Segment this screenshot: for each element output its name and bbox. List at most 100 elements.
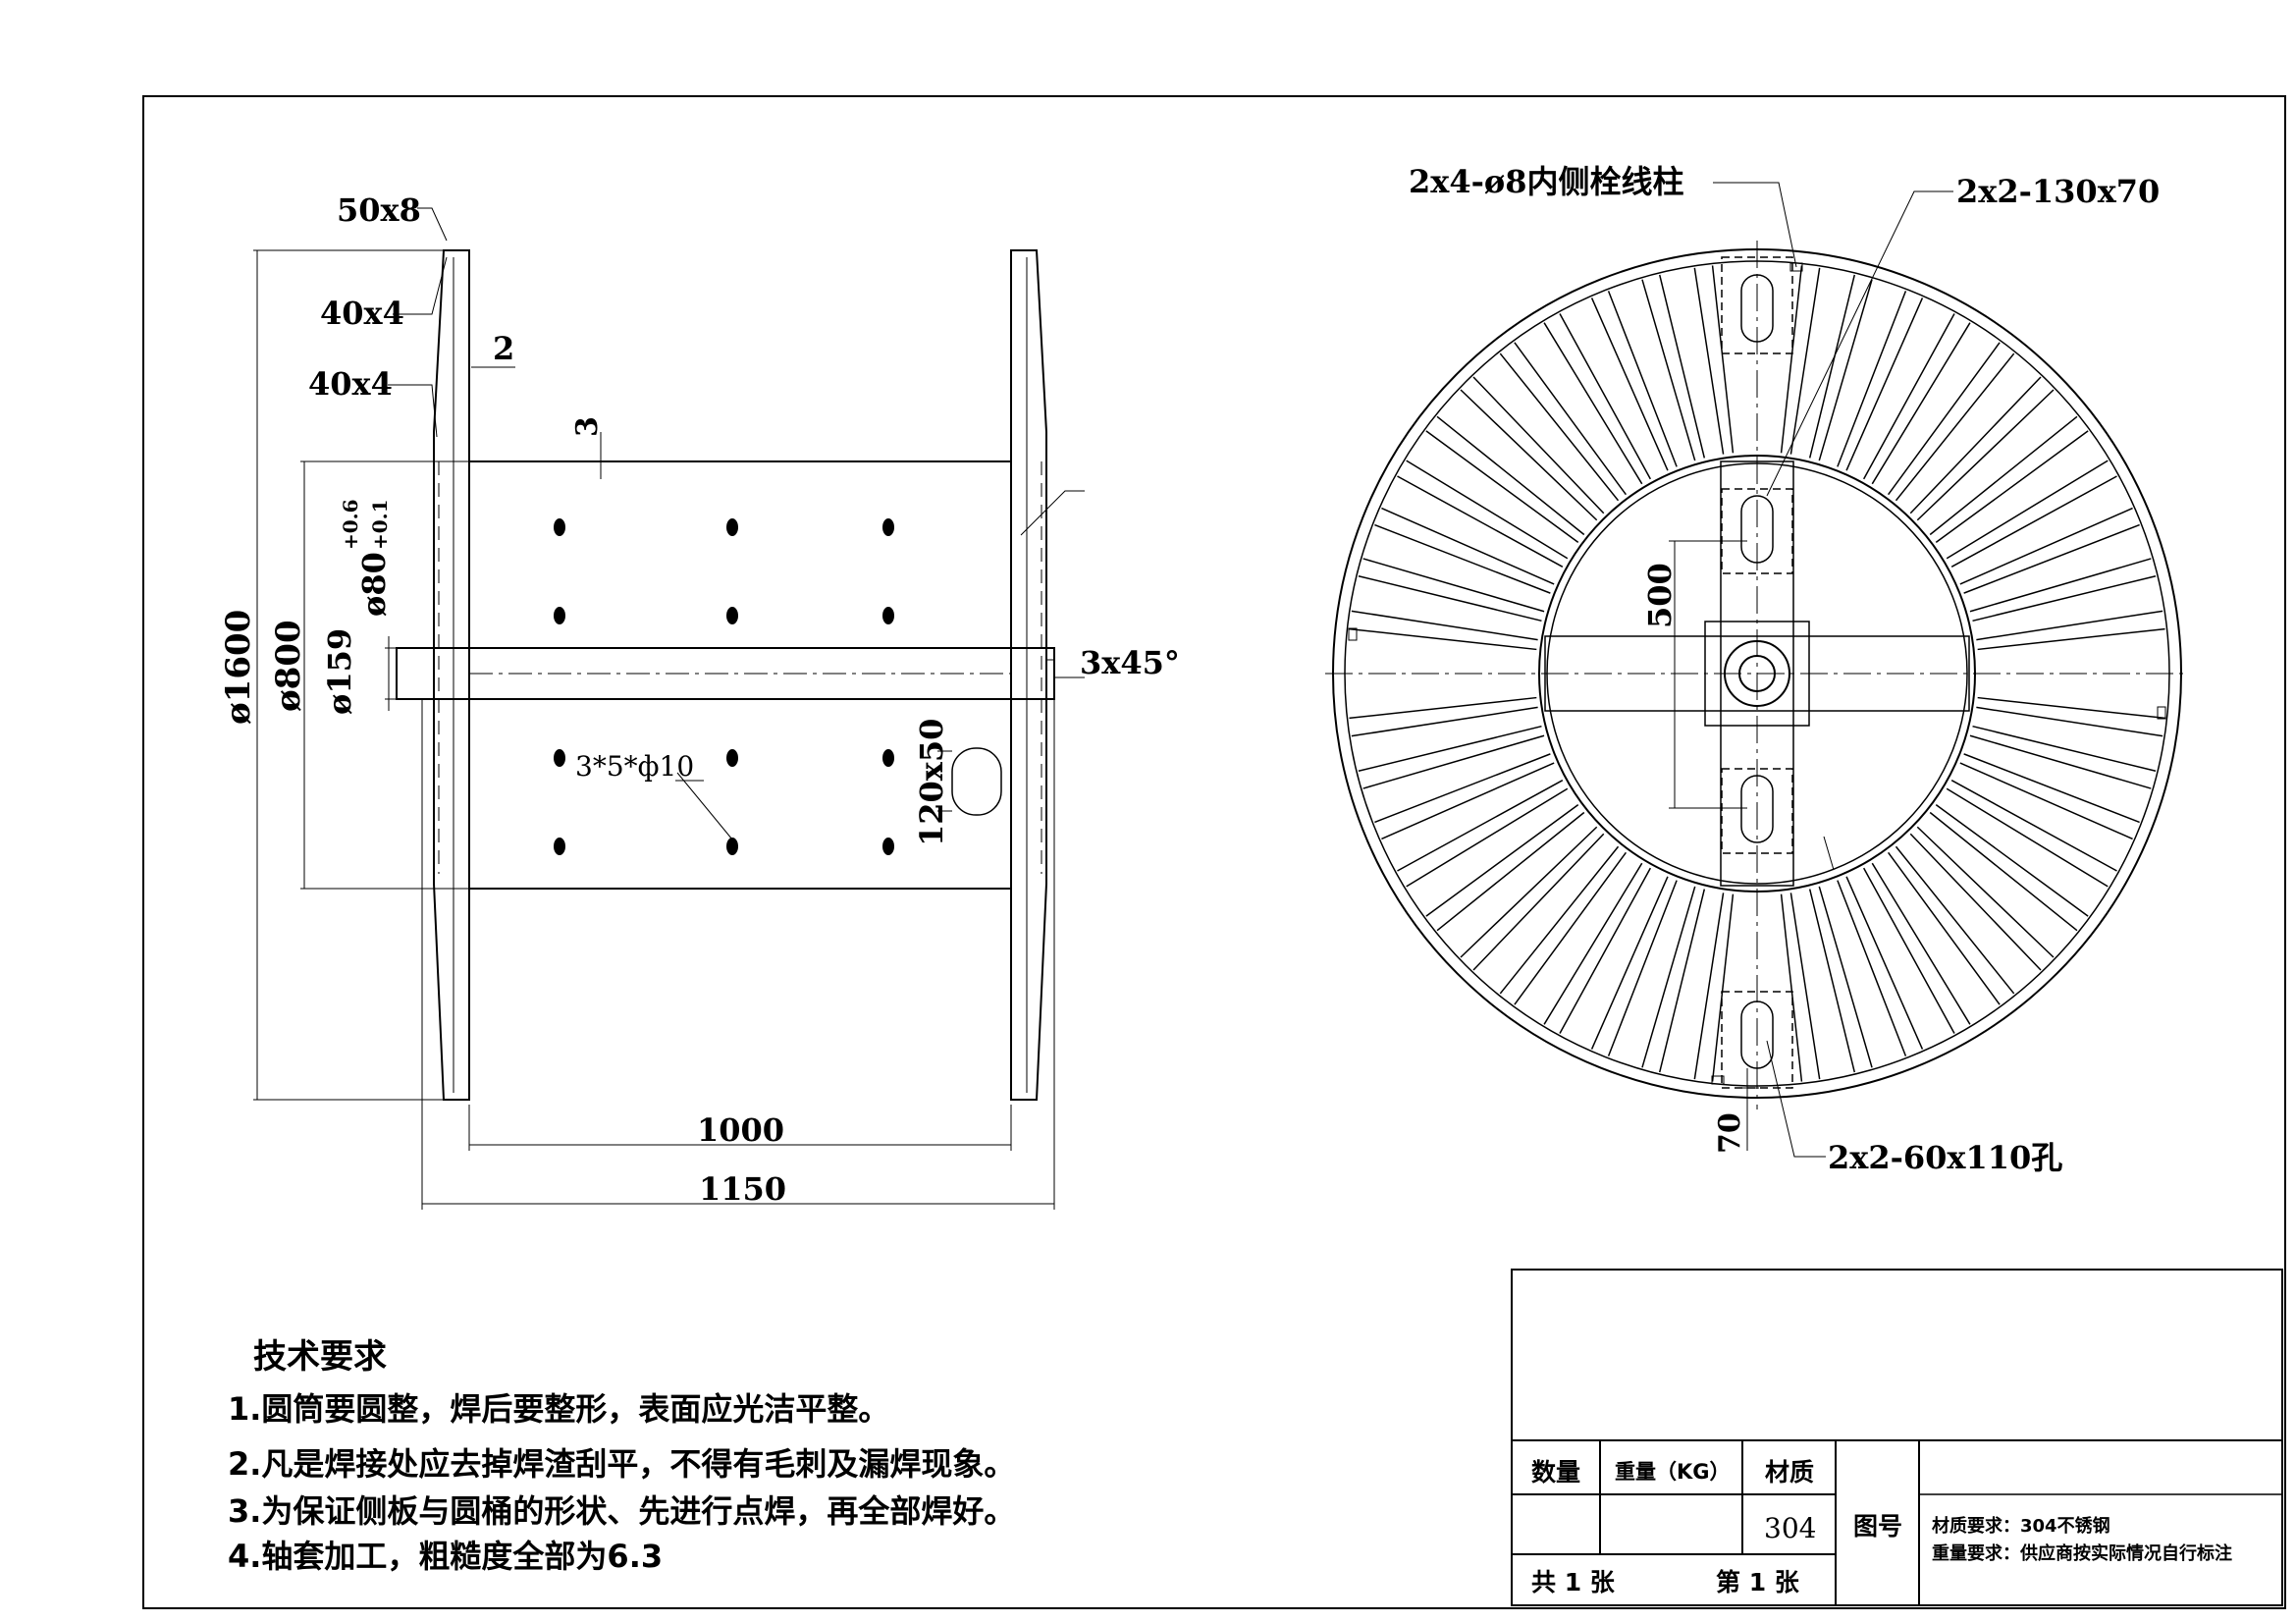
note-1: 1.圆筒要圆整，焊后要整形，表面应光洁平整。 — [228, 1390, 889, 1428]
spoke-line — [1362, 558, 1545, 613]
spoke-line — [1436, 415, 1585, 536]
spoke-line — [1460, 389, 1598, 521]
spoke-line — [1976, 706, 2163, 737]
spoke-line — [1406, 460, 1569, 560]
spoke-line — [1543, 322, 1643, 485]
wall-label: 3 — [570, 416, 605, 437]
barrel-slot — [951, 747, 1002, 816]
spoke-line — [1808, 274, 1856, 459]
spoke-line — [1397, 780, 1564, 872]
spoke-line — [1374, 753, 1551, 824]
spoke-line — [1590, 876, 1669, 1050]
spoke-line — [1349, 696, 1537, 720]
spoke-line — [1837, 880, 1907, 1056]
spoke-line — [1358, 725, 1542, 773]
spoke-line — [1977, 696, 2165, 720]
drawing-frame — [142, 95, 2286, 1609]
spoke-line — [1472, 833, 1605, 971]
spoke-line — [1863, 313, 1955, 480]
spoke-line — [1935, 803, 2089, 917]
spoke-line — [1374, 523, 1551, 594]
spoke-line — [1472, 376, 1605, 514]
spoke-line — [1845, 876, 1924, 1050]
spoke-line — [1436, 811, 1585, 932]
material-value: 304 — [1764, 1512, 1816, 1544]
side-view — [253, 207, 1085, 1210]
barrel-holes — [554, 518, 894, 855]
spoke-line — [1909, 376, 2042, 514]
chamfer-label: 3x45° — [1080, 644, 1180, 681]
notes-title: 技术要求 — [253, 1337, 387, 1377]
spoke-line — [1607, 291, 1678, 467]
flange-label-50x8: 50x8 — [337, 191, 421, 229]
spoke-line — [1929, 415, 2078, 536]
spoke-line — [1969, 558, 2152, 613]
thickness-label: 2 — [493, 330, 514, 367]
top-slots-label: 2x2-130x70 — [1956, 173, 2160, 210]
spoke-line — [1845, 298, 1924, 471]
spoke-line — [1406, 787, 1569, 888]
note-4: 4.轴套加工，粗糙度全部为6.3 — [228, 1538, 663, 1575]
spoke-line — [1499, 845, 1620, 995]
spoke-line — [1590, 298, 1669, 471]
spoke-line — [1559, 867, 1651, 1034]
shaft — [396, 647, 1055, 700]
slot-label: 120x50 — [913, 719, 950, 846]
note-3: 3.为保证侧板与圆桶的形状、先进行点焊，再全部焊好。 — [228, 1492, 1015, 1530]
bore-tol-lower: +0.1 — [368, 499, 392, 550]
right-flange — [1010, 249, 1047, 1101]
spoke-line — [1362, 734, 1545, 789]
spoke-line — [1514, 342, 1628, 496]
spoke-line — [1916, 389, 2055, 521]
spoke-line — [1871, 862, 1971, 1025]
spoke-line — [1789, 267, 1821, 455]
col-qty: 数量 — [1531, 1458, 1580, 1487]
spoke-line — [1425, 803, 1579, 917]
col-weight: 重量（KG） — [1615, 1460, 1731, 1484]
spoke-line — [1946, 787, 2109, 888]
spoke-line — [1711, 265, 1735, 454]
spoke-line — [1693, 893, 1725, 1080]
spoke-line — [1381, 762, 1555, 840]
pcd-label: 500 — [1641, 563, 1679, 628]
od-label: ø1600 — [219, 610, 258, 725]
spoke-line — [1351, 610, 1538, 641]
spoke-line — [1871, 322, 1971, 485]
spoke-line — [1693, 267, 1725, 455]
flange-label-40x4-a: 40x4 — [320, 295, 404, 332]
col-material: 材质 — [1765, 1458, 1814, 1487]
spoke-line — [1711, 893, 1735, 1082]
spoke-line — [1972, 574, 2157, 622]
spoke-line — [1514, 851, 1628, 1005]
spoke-line — [1916, 826, 2055, 958]
spoke-line — [1607, 880, 1678, 1056]
spoke-line — [1963, 753, 2140, 824]
spoke-line — [1658, 889, 1706, 1073]
spoke-line — [1950, 475, 2117, 568]
bore-label: ø80 — [355, 552, 393, 617]
spoke-line — [1963, 523, 2140, 594]
spoke-line — [1929, 811, 2078, 932]
spoke-line — [1499, 352, 1620, 502]
bottom-slots-label: 2x2-60x110孔 — [1828, 1139, 2062, 1176]
spoke-line — [1969, 734, 2152, 789]
spoke-line — [1789, 893, 1821, 1080]
spoke-line — [1935, 430, 2089, 544]
spoke-line — [1959, 507, 2133, 585]
spoke-line — [1351, 706, 1538, 737]
spoke-line — [1658, 274, 1706, 459]
hub-dia-label: ø159 — [321, 628, 358, 715]
edge-label: 70 — [1713, 1112, 1747, 1154]
spoke-line — [1895, 352, 2015, 502]
posts-label: 2x4-ø8内侧栓线柱 — [1409, 163, 1684, 200]
spoke-line — [1972, 725, 2157, 773]
spoke-line — [1946, 460, 2109, 560]
spoke-line — [1950, 780, 2117, 872]
spoke-line — [1977, 627, 2165, 651]
spoke-line — [1818, 886, 1873, 1068]
spoke-line — [1959, 762, 2133, 840]
flange-label-40x4-b: 40x4 — [308, 365, 393, 403]
front-view — [1325, 182, 2189, 1158]
